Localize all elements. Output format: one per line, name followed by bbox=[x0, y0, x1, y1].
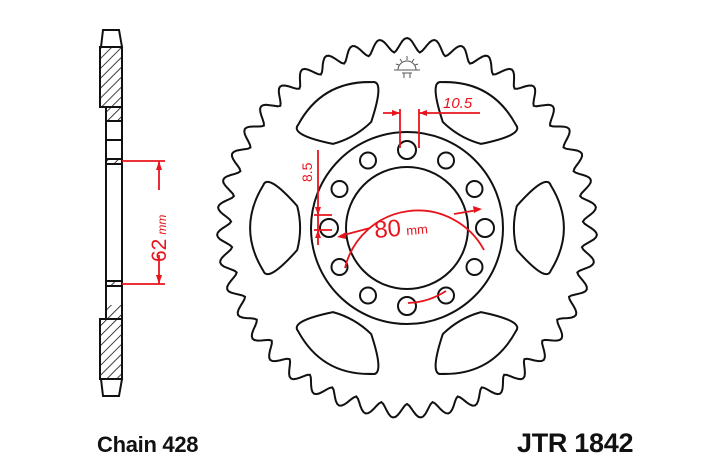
bolt-hole bbox=[330, 258, 349, 276]
bore-unit: mm bbox=[155, 215, 169, 235]
cutout bbox=[434, 81, 519, 145]
bolt-hole bbox=[330, 180, 349, 198]
bolt-hole bbox=[359, 151, 377, 170]
bolt-hole bbox=[397, 140, 417, 160]
bolt-hole bbox=[465, 258, 484, 276]
sprocket-teeth bbox=[216, 36, 598, 419]
hole-spacing-dimension bbox=[383, 109, 480, 148]
cutout bbox=[249, 180, 302, 276]
bolt-hole bbox=[475, 218, 495, 238]
cutout bbox=[512, 180, 565, 276]
center-bore bbox=[345, 166, 469, 290]
bore-value: 62 bbox=[148, 239, 171, 262]
bolt-holes bbox=[319, 140, 495, 316]
bore-dimension-value: 62 mm bbox=[148, 215, 171, 262]
sun-logo-icon bbox=[394, 56, 420, 78]
bolt-hole bbox=[397, 296, 417, 316]
bolt-hole bbox=[437, 286, 455, 305]
hub-ring bbox=[310, 131, 504, 325]
pcd-dimension bbox=[337, 206, 485, 304]
hole-diameter-dimension bbox=[314, 150, 332, 245]
front-view bbox=[216, 36, 598, 419]
cutout bbox=[434, 311, 519, 375]
bolt-hole bbox=[437, 151, 455, 170]
hole-spacing-value: 10.5 bbox=[443, 95, 473, 112]
bolt-hole bbox=[465, 180, 484, 198]
side-view bbox=[99, 29, 124, 397]
cutout bbox=[295, 81, 380, 145]
cutout bbox=[295, 311, 380, 375]
bolt-hole bbox=[359, 286, 377, 305]
bore-dimension bbox=[122, 160, 165, 285]
bolt-hole bbox=[319, 218, 339, 238]
part-number: JTR 1842 bbox=[517, 428, 634, 458]
chain-label: Chain 428 bbox=[97, 432, 199, 457]
lightening-cutouts bbox=[249, 81, 565, 375]
hole-diameter-value: 8.5 bbox=[299, 162, 315, 182]
